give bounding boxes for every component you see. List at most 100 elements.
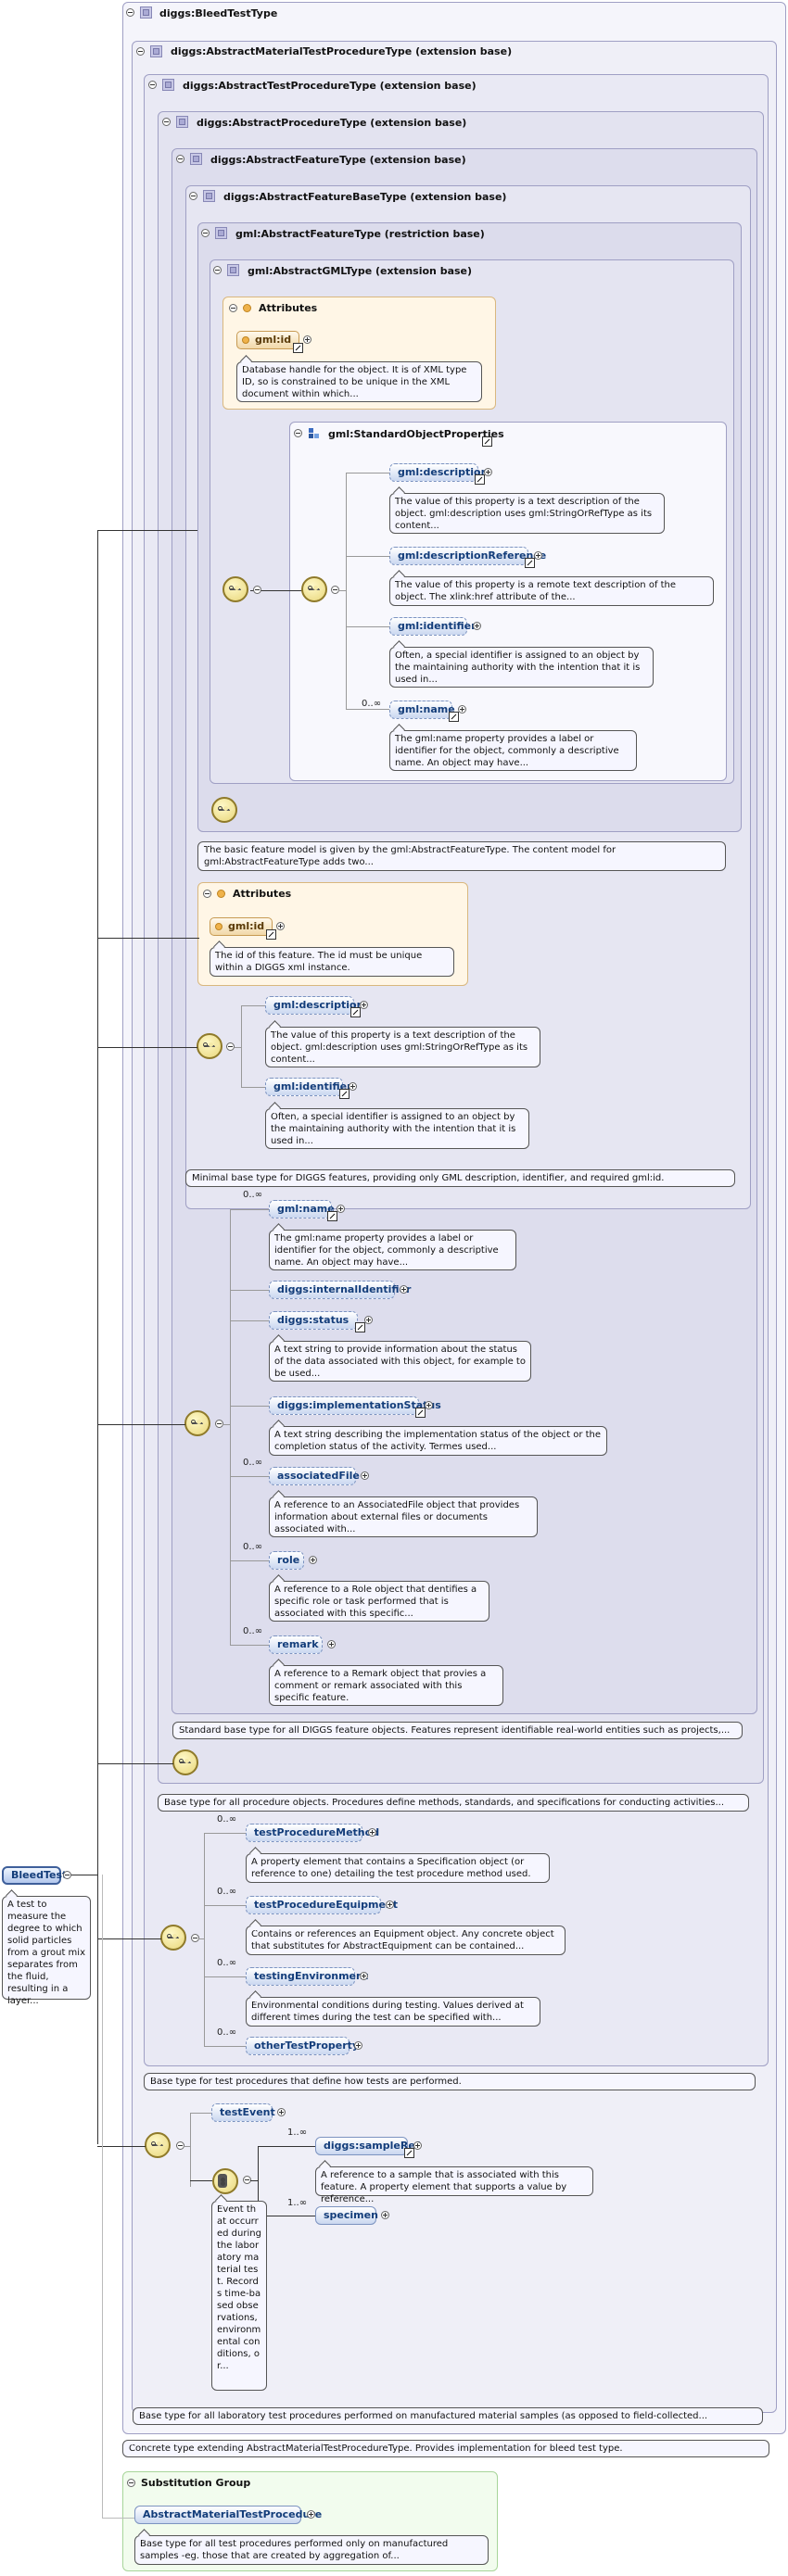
sequence-compositor-icon[interactable] — [197, 1033, 222, 1059]
element-other-test-property[interactable]: otherTestProperty — [246, 2037, 359, 2055]
sequence-compositor-icon[interactable] — [184, 1410, 210, 1436]
element-gml-identifier[interactable]: gml:identifier — [389, 617, 477, 636]
element-testing-environment[interactable]: testingEnvironment — [246, 1967, 368, 1986]
collapse-toggle[interactable] — [148, 81, 157, 89]
element-note: Often, a special identifier is assigned … — [265, 1108, 529, 1149]
collapse-toggle[interactable] — [63, 1871, 71, 1879]
type-note: Base type for test procedures that defin… — [144, 2073, 756, 2090]
frame-title: diggs:AbstractFeatureType (extension bas… — [210, 154, 466, 166]
expand-toggle[interactable] — [303, 335, 311, 344]
expand-toggle[interactable] — [425, 1401, 433, 1409]
cardinality-label: 0..∞ — [243, 1458, 263, 1468]
collapse-toggle[interactable] — [213, 266, 222, 274]
connector-line — [235, 1047, 242, 1048]
collapse-toggle[interactable] — [203, 890, 211, 898]
frame-title: gml:AbstractGMLType (extension base) — [248, 265, 473, 277]
expand-toggle[interactable] — [337, 1205, 345, 1213]
element-test-procedure-method[interactable]: testProcedureMethod — [246, 1824, 379, 1842]
element-note: A text string to provide information abo… — [269, 1341, 531, 1382]
attribute-gml-id[interactable]: gml:id — [210, 917, 273, 936]
choice-compositor-icon[interactable] — [212, 2168, 238, 2194]
frame-title: diggs:AbstractFeatureBaseType (extension… — [223, 191, 507, 203]
collapse-toggle[interactable] — [189, 192, 197, 200]
expand-toggle[interactable] — [360, 1972, 368, 1980]
connector-line — [97, 1424, 185, 1425]
expand-toggle[interactable] — [277, 2108, 286, 2116]
collapse-toggle[interactable] — [201, 229, 210, 237]
sequence-compositor-icon[interactable] — [301, 576, 327, 602]
element-diggs-internal-identifier[interactable]: diggs:internalIdentifier — [269, 1281, 411, 1299]
element-gml-identifier[interactable]: gml:identifier — [265, 1078, 352, 1096]
element-abstract-material-test-procedure[interactable]: AbstractMaterialTestProcedure — [134, 2506, 322, 2524]
collapse-toggle[interactable] — [226, 1042, 235, 1051]
expand-toggle[interactable] — [327, 1640, 336, 1648]
element-note: Contains or references an Equipment obje… — [246, 1926, 566, 1955]
connector-line — [204, 2046, 246, 2047]
element-test-event[interactable]: testEvent — [211, 2103, 275, 2122]
expand-toggle[interactable] — [361, 1471, 369, 1480]
element-gml-description-reference[interactable]: gml:descriptionReference — [389, 547, 546, 565]
collapse-toggle[interactable] — [176, 2141, 184, 2150]
reference-arrow-icon — [266, 929, 276, 940]
root-element-bleed-test[interactable]: BleedTest — [2, 1866, 67, 1885]
reference-arrow-icon — [415, 1408, 426, 1418]
attribute-gml-id[interactable]: gml:id — [236, 331, 299, 349]
element-gml-description[interactable]: gml:description — [265, 996, 363, 1015]
expand-toggle[interactable] — [400, 1285, 408, 1294]
sequence-compositor-icon[interactable] — [160, 1925, 186, 1951]
collapse-toggle[interactable] — [191, 1934, 199, 1942]
sequence-compositor-icon[interactable] — [222, 576, 248, 602]
collapse-toggle[interactable] — [253, 586, 261, 594]
element-diggs-sample-ref[interactable]: diggs:sampleRef — [315, 2137, 420, 2155]
collapse-toggle[interactable] — [243, 2176, 251, 2184]
expand-toggle[interactable] — [473, 622, 481, 630]
expand-toggle[interactable] — [364, 1316, 373, 1324]
connector-line — [230, 1645, 269, 1646]
expand-toggle[interactable] — [354, 2041, 362, 2050]
cardinality-label: 1..∞ — [287, 2198, 308, 2208]
reference-arrow-icon — [404, 2148, 414, 2158]
expand-toggle[interactable] — [484, 468, 492, 476]
expand-toggle[interactable] — [381, 2211, 389, 2219]
expand-toggle[interactable] — [386, 1900, 394, 1909]
collapse-toggle[interactable] — [176, 155, 184, 163]
element-gml-name[interactable]: gml:name — [269, 1200, 335, 1219]
element-associated-file[interactable]: associatedFile — [269, 1467, 360, 1485]
expand-toggle[interactable] — [458, 705, 466, 713]
collapse-toggle[interactable] — [331, 586, 339, 594]
element-gml-description[interactable]: gml:description — [389, 463, 488, 482]
expand-toggle[interactable] — [368, 1828, 376, 1837]
expand-toggle[interactable] — [413, 2141, 422, 2150]
expand-toggle[interactable] — [360, 1001, 368, 1009]
collapse-toggle[interactable] — [136, 47, 145, 56]
expand-toggle[interactable] — [534, 551, 542, 560]
expand-toggle[interactable] — [349, 1082, 357, 1091]
element-note: A reference to an AssociatedFile object … — [269, 1496, 538, 1537]
collapse-toggle[interactable] — [126, 8, 134, 17]
collapse-toggle[interactable] — [127, 2479, 135, 2487]
element-remark[interactable]: remark — [269, 1635, 323, 1654]
collapse-toggle[interactable] — [229, 304, 237, 312]
sequence-compositor-icon[interactable] — [145, 2132, 171, 2158]
expand-toggle[interactable] — [276, 922, 285, 930]
element-diggs-implementation-status[interactable]: diggs:implementationStatus — [269, 1396, 441, 1415]
collapse-toggle[interactable] — [162, 118, 171, 126]
substitution-group-title: Substitution Group — [141, 2477, 251, 2489]
element-gml-name[interactable]: gml:name — [389, 701, 455, 719]
connector-line — [346, 473, 389, 474]
collapse-toggle[interactable] — [294, 429, 302, 437]
element-note: A reference to a Remark object that prov… — [269, 1665, 503, 1706]
element-role[interactable]: role — [269, 1551, 304, 1570]
expand-toggle[interactable] — [309, 1556, 317, 1564]
sequence-compositor-icon[interactable] — [172, 1749, 198, 1775]
sequence-compositor-icon[interactable] — [211, 797, 237, 823]
attributes-title: Attributes — [233, 888, 292, 900]
element-test-procedure-equipment[interactable]: testProcedureEquipment — [246, 1896, 398, 1914]
element-specimen[interactable]: specimen — [315, 2206, 378, 2225]
expand-toggle[interactable] — [307, 2510, 315, 2519]
collapse-toggle[interactable] — [215, 1420, 223, 1428]
connector-line — [258, 2146, 259, 2216]
connector-line — [258, 2146, 315, 2147]
reference-arrow-icon — [350, 1007, 361, 1017]
element-diggs-status[interactable]: diggs:status — [269, 1311, 358, 1330]
